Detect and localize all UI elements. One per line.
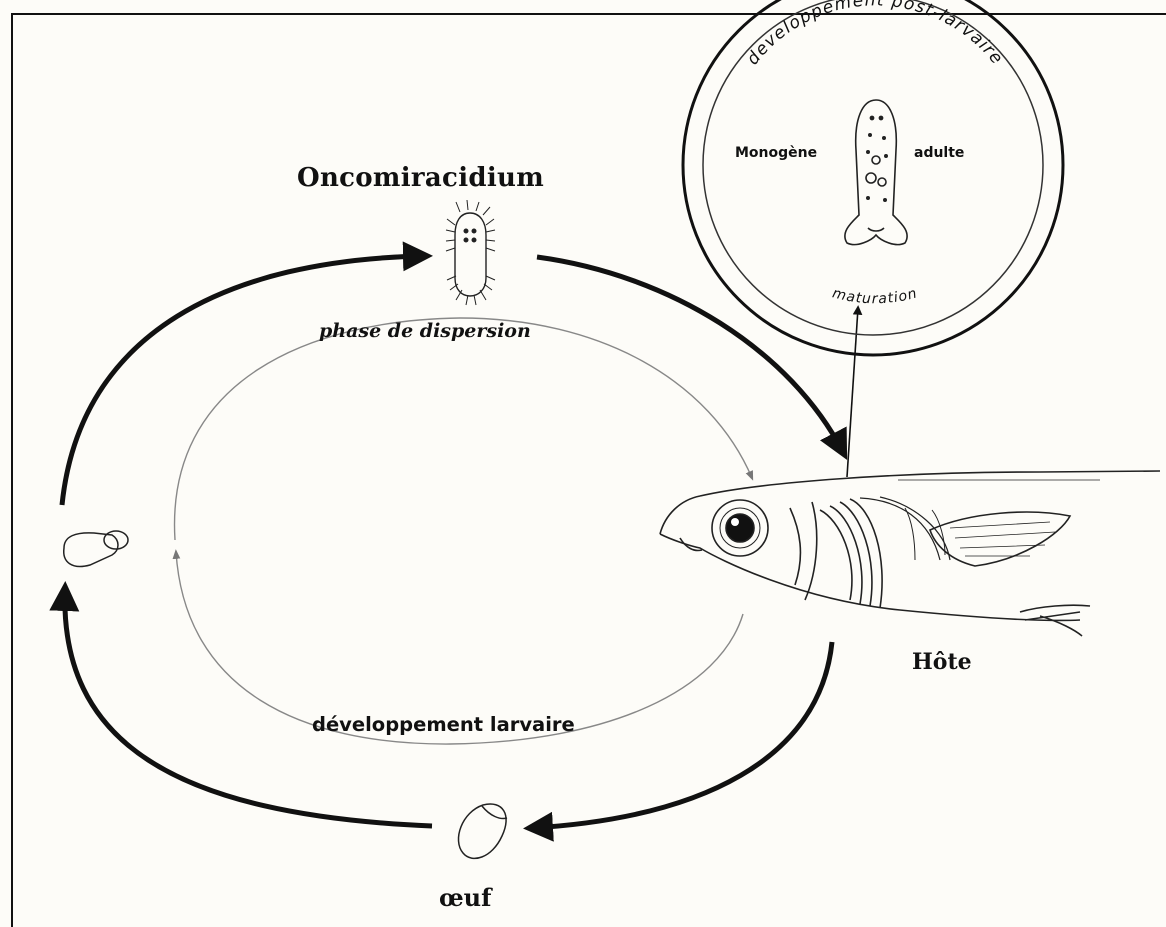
inner-arrow-top [175,318,752,540]
oncomiracidium-illustration [446,200,495,305]
host-label: Hôte [912,649,972,675]
hatching-larva-illustration [64,531,128,566]
monogene-label: Monogène [735,145,817,161]
arrow-host-to-oeuf [532,642,832,828]
adult-monogene-illustration [845,100,907,245]
oncomiracidium-label: Oncomiracidium [297,163,544,193]
post-larval-label: developpement post-larvaire [743,0,1007,69]
arrow-oeuf-to-larva [65,590,432,826]
host-fish-illustration [660,471,1160,636]
egg-illustration [458,804,507,858]
arrow-oncomiracidium-to-host [537,257,843,452]
maturation-label: maturation [831,285,920,307]
larval-development-label: développement larvaire [312,713,575,736]
dispersion-phase-label: phase de dispersion [319,320,531,342]
adult-label: adulte [914,145,964,161]
egg-label: œuf [439,883,491,912]
